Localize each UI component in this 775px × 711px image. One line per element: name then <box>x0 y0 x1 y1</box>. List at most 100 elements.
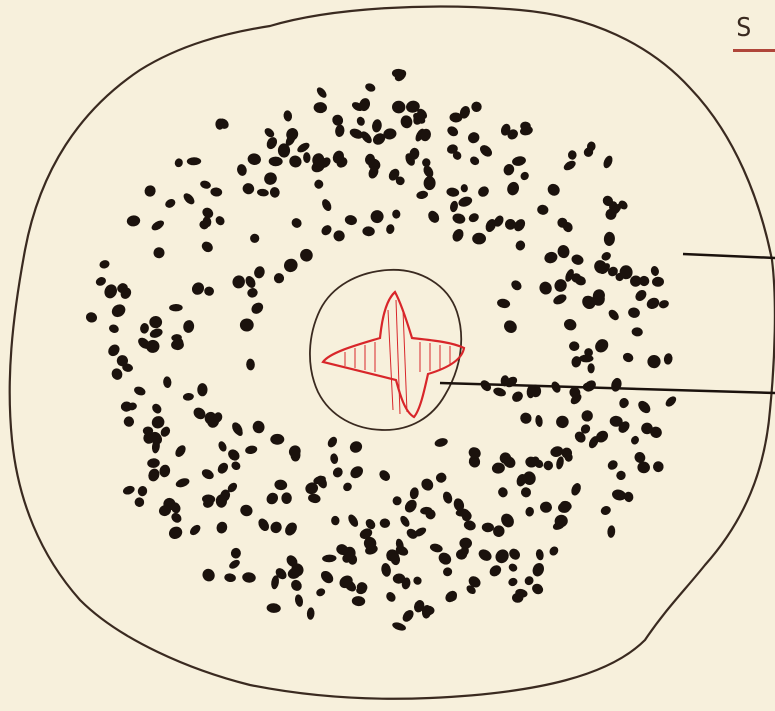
granule-dot-icon <box>399 114 413 129</box>
granule-dot-icon <box>422 158 431 167</box>
granule-dot-icon <box>514 239 527 252</box>
granule-dot-icon <box>313 178 324 189</box>
granule-dot-icon <box>392 100 406 113</box>
granule-dot-icon <box>537 204 549 215</box>
granule-dot-icon <box>133 385 147 397</box>
granule-dot-icon <box>542 459 555 472</box>
granule-dot-icon <box>163 376 172 388</box>
granule-dot-icon <box>263 126 276 139</box>
granule-dot-icon <box>283 520 300 538</box>
granule-dot-icon <box>331 515 340 525</box>
granule-dot-icon <box>188 523 202 537</box>
granule-dot-icon <box>200 566 217 583</box>
granule-dot-icon <box>469 99 484 114</box>
granule-dot-icon <box>602 154 615 169</box>
granule-dot-icon <box>256 517 271 533</box>
granule-dot-icon <box>556 244 571 260</box>
granule-dot-icon <box>540 501 553 513</box>
granule-dot-icon <box>319 569 336 586</box>
granule-dot-icon <box>631 327 643 337</box>
granule-dot-icon <box>238 503 254 518</box>
granule-dot-icon <box>364 82 377 93</box>
granule-dot-icon <box>307 493 321 504</box>
granule-dot-icon <box>511 155 527 167</box>
granule-dot-icon <box>451 212 466 225</box>
granule-dot-icon <box>606 458 620 471</box>
granule-dot-icon <box>592 336 611 355</box>
granule-dot-icon <box>246 287 259 299</box>
granule-dot-icon <box>102 282 119 300</box>
granule-dot-icon <box>633 288 648 303</box>
granule-dot-icon <box>380 562 392 577</box>
granule-dot-icon <box>419 476 436 493</box>
granule-dot-icon <box>348 439 364 454</box>
granule-dot-icon <box>652 460 664 472</box>
granule-dot-icon <box>636 398 653 415</box>
granule-dot-icon <box>253 265 266 280</box>
granule-dot-icon <box>599 505 612 517</box>
granule-dot-icon <box>110 367 125 382</box>
granule-dot-icon <box>173 443 188 459</box>
granule-dot-icon <box>552 292 568 306</box>
granule-dot-icon <box>587 363 594 373</box>
granule-dot-icon <box>143 427 153 436</box>
granule-dot-icon <box>348 464 365 481</box>
granule-dot-icon <box>355 116 366 128</box>
granule-dot-icon <box>307 607 315 620</box>
granule-dot-icon <box>108 323 120 334</box>
granule-dot-icon <box>210 187 223 197</box>
granule-dot-icon <box>331 465 345 479</box>
granule-dot-icon <box>621 351 634 363</box>
granule-dot-icon <box>615 469 627 481</box>
granule-dot-icon <box>525 506 535 517</box>
granule-dot-icon <box>149 316 163 329</box>
granule-dot-icon <box>562 317 578 332</box>
granule-dot-icon <box>663 353 673 365</box>
granule-dot-icon <box>555 456 565 470</box>
granule-dot-icon <box>652 276 665 287</box>
granule-dot-icon <box>248 232 261 245</box>
granule-dot-icon <box>531 561 546 578</box>
granule-dot-icon <box>449 200 459 213</box>
granule-dot-icon <box>459 537 472 549</box>
granule-dot-icon <box>240 318 254 332</box>
granule-dot-icon <box>556 415 569 428</box>
granule-dot-icon <box>224 573 237 583</box>
granule-dot-icon <box>426 209 441 225</box>
granule-dot-icon <box>197 383 207 396</box>
granule-dot-icon <box>570 253 585 266</box>
granule-dot-icon <box>450 227 465 243</box>
granule-dot-icon <box>281 492 292 504</box>
granule-dot-icon <box>569 341 580 351</box>
granule-dot-icon <box>244 445 258 455</box>
granule-dot-icon <box>409 487 420 500</box>
granule-dot-icon <box>445 124 459 138</box>
granule-dot-icon <box>126 215 141 228</box>
granule-dot-icon <box>647 355 661 369</box>
granule-dot-icon <box>269 156 283 166</box>
granule-dot-icon <box>603 231 615 246</box>
granule-dot-icon <box>334 124 345 138</box>
pointer-line-granules <box>683 254 775 258</box>
granule-dot-icon <box>319 223 333 237</box>
granule-dot-icon <box>463 519 477 532</box>
granule-dot-icon <box>379 518 391 529</box>
granule-dot-icon <box>322 554 337 562</box>
granule-dot-icon <box>341 481 353 493</box>
core-hatching <box>345 300 450 414</box>
granule-dot-icon <box>405 527 420 541</box>
granule-dot-icon <box>294 594 304 608</box>
core-hatch-line <box>403 310 407 412</box>
granule-dot-icon <box>627 307 640 319</box>
granule-dot-icon <box>400 608 415 624</box>
granule-dot-icon <box>226 447 242 463</box>
corner-label-underline <box>733 49 775 52</box>
granule-dot-icon <box>333 230 346 243</box>
granule-dot-icon <box>507 546 522 561</box>
granule-dot-icon <box>545 181 562 198</box>
granule-dot-icon <box>266 603 281 614</box>
granule-dot-icon <box>244 274 258 289</box>
granule-dot-icon <box>610 377 623 393</box>
granule-dot-icon <box>519 170 531 182</box>
